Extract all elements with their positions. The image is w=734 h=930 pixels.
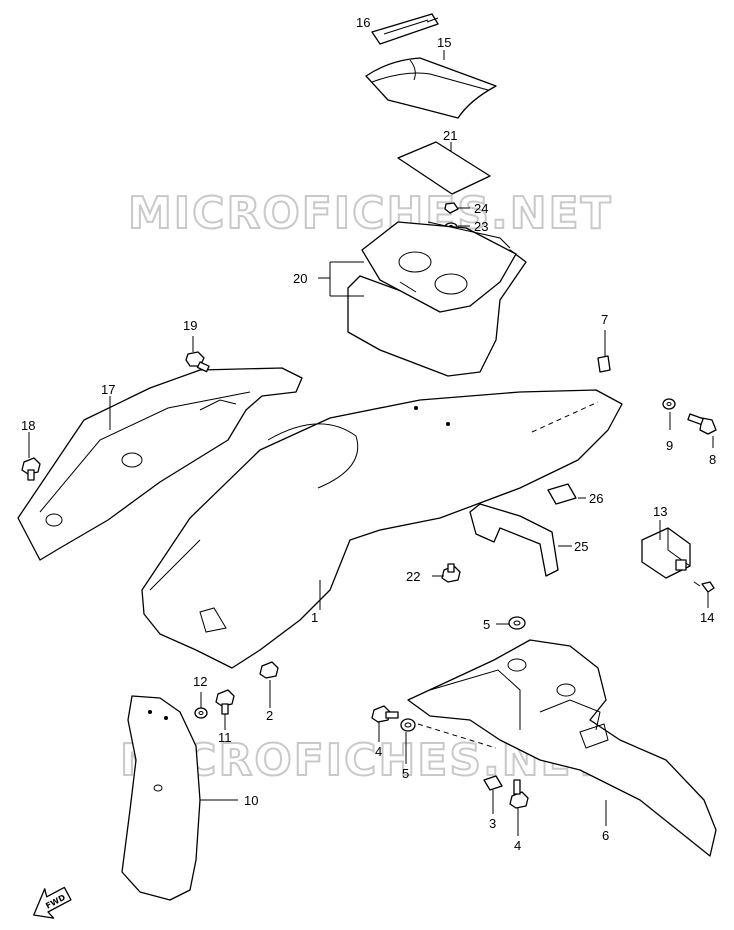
callout-4-left: 4 [375, 744, 382, 759]
part-6-rear-bracket [407, 639, 717, 857]
callout-4-bottom: 4 [514, 838, 521, 853]
part-5-grommet-left [400, 718, 416, 732]
callout-9: 9 [666, 438, 673, 453]
callout-7: 7 [601, 312, 608, 327]
part-14-screw [693, 581, 715, 593]
part-2-bolt [259, 661, 279, 679]
part-18-bolt [21, 457, 41, 481]
callout-3: 3 [489, 816, 496, 831]
part-3-clip [483, 775, 503, 791]
part-19-bolt [185, 351, 210, 373]
watermark-top: MICROFICHES.NET [128, 188, 613, 239]
callout-10: 10 [244, 793, 258, 808]
part-24-nut [444, 202, 459, 214]
callout-26: 26 [589, 491, 603, 506]
part-4-bolt-left [371, 705, 399, 723]
callout-25: 25 [574, 539, 588, 554]
callout-11: 11 [218, 730, 232, 745]
callout-2: 2 [266, 708, 273, 723]
part-16-strap [371, 13, 439, 45]
callout-13: 13 [653, 504, 667, 519]
callout-1: 1 [311, 610, 318, 625]
part-17-side-cover [17, 367, 303, 561]
callout-20: 20 [293, 271, 307, 286]
callout-5-left: 5 [402, 766, 409, 781]
part-7-clip [597, 355, 611, 373]
callout-22: 22 [406, 569, 420, 584]
callout-6: 6 [602, 828, 609, 843]
part-21-plate [397, 141, 491, 195]
part-20-tray [347, 221, 527, 377]
leader-lines [28, 17, 714, 836]
part-25-handle [469, 503, 559, 577]
part-5-grommet-top [508, 616, 526, 630]
callout-12: 12 [193, 674, 207, 689]
part-22-bolt [441, 563, 461, 583]
callout-14: 14 [700, 610, 714, 625]
part-15-tool-bag [365, 57, 497, 119]
callout-5-top: 5 [483, 617, 490, 632]
callout-8: 8 [709, 452, 716, 467]
part-9-washer [662, 398, 676, 410]
fwd-arrow-icon: FWD [33, 886, 72, 919]
callout-18: 18 [21, 418, 35, 433]
callout-21: 21 [443, 128, 457, 143]
part-11-bolt [215, 689, 235, 715]
part-8-bolt [687, 413, 717, 435]
callout-17: 17 [101, 382, 115, 397]
part-1-rear-fender [141, 389, 623, 669]
callout-23: 23 [474, 219, 488, 234]
part-26-label [547, 483, 577, 505]
part-12-washer [194, 707, 208, 719]
callout-19: 19 [183, 318, 197, 333]
part-10-mud-flap [121, 695, 201, 901]
callout-24: 24 [474, 201, 488, 216]
part-4-bolt-bottom [509, 779, 529, 809]
callout-labels: 16 15 21 24 23 20 19 17 18 7 9 8 26 25 2… [21, 15, 716, 853]
callout-16: 16 [356, 15, 370, 30]
part-13-connector [641, 527, 691, 579]
callout-15: 15 [437, 35, 451, 50]
